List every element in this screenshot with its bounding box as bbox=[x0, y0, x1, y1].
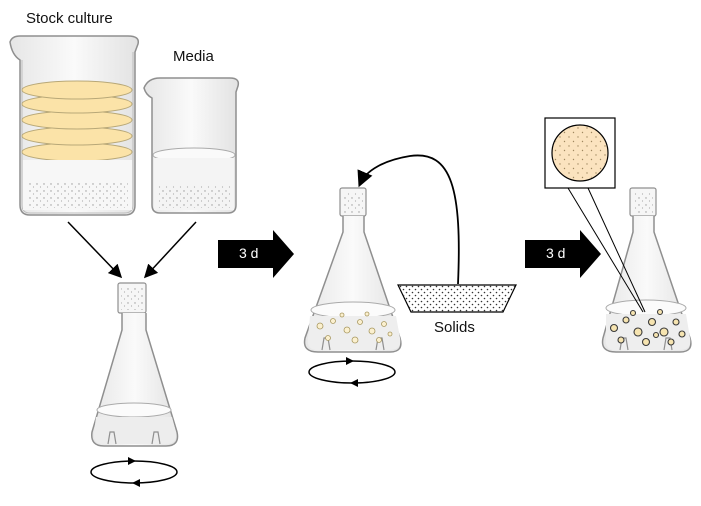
solids-addition-arrow bbox=[357, 154, 460, 285]
merge-arrows bbox=[67, 221, 197, 279]
erlenmeyer-flask-icon bbox=[91, 282, 179, 447]
particles bbox=[316, 311, 393, 344]
step-arrow-1 bbox=[218, 230, 294, 278]
rotation-icon bbox=[90, 457, 178, 487]
particles bbox=[609, 308, 686, 347]
stock-culture-label: Stock culture bbox=[26, 10, 113, 27]
media-beaker-icon bbox=[143, 77, 240, 214]
culture-layers bbox=[21, 80, 133, 162]
step-arrow-2 bbox=[525, 230, 601, 278]
media-label: Media bbox=[173, 48, 214, 65]
solids-tray-icon bbox=[397, 284, 517, 313]
erlenmeyer-flask-icon bbox=[303, 187, 402, 353]
solids-label: Solids bbox=[434, 319, 475, 336]
step-1-duration: 3 d bbox=[239, 245, 259, 261]
magnifier-inset-icon bbox=[544, 117, 646, 313]
rotation-icon bbox=[308, 357, 396, 387]
erlenmeyer-flask-icon bbox=[601, 187, 692, 353]
stock-culture-beaker-icon bbox=[9, 35, 140, 216]
step-2-duration: 3 d bbox=[546, 245, 566, 261]
